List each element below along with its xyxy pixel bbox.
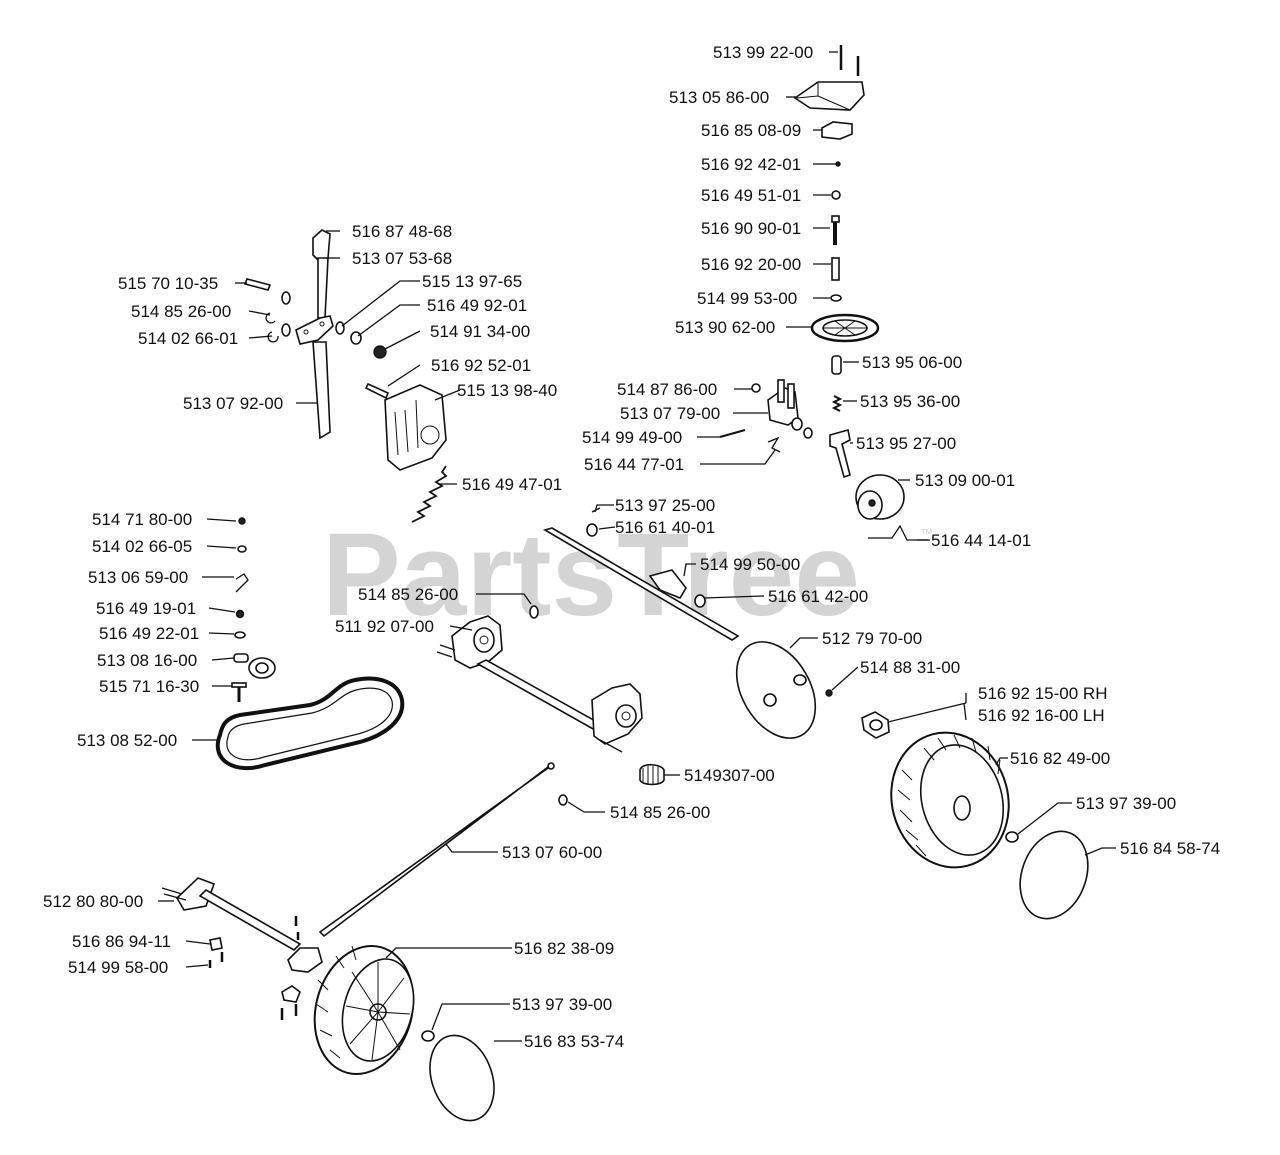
label-516874868: 516 87 48-68 <box>352 222 452 241</box>
label-512797000: 512 79 70-00 <box>822 629 922 648</box>
label-513090001: 513 09 00-01 <box>915 471 1015 490</box>
label-516495101: 516 49 51-01 <box>701 186 801 205</box>
label-513075368: 513 07 53-68 <box>352 249 452 268</box>
label-516909001: 516 90 90-01 <box>701 219 801 238</box>
label-513953600: 513 95 36-00 <box>860 392 960 411</box>
label-516925201: 516 92 52-01 <box>431 356 531 375</box>
label-516850809: 516 85 08-09 <box>701 121 801 140</box>
label-514878600: 514 87 86-00 <box>617 380 717 399</box>
right-wheel-assembly <box>735 641 1089 920</box>
label-516924201: 516 92 42-01 <box>701 155 801 174</box>
label-512808000: 512 80 80-00 <box>43 892 143 911</box>
label-514852600c: 514 85 26-00 <box>610 803 710 822</box>
label-513973900a: 513 97 39-00 <box>1076 794 1176 813</box>
label-516922000: 516 92 20-00 <box>701 255 801 274</box>
label-514995800: 514 99 58-00 <box>68 958 168 977</box>
label-514883100: 514 88 31-00 <box>860 658 960 677</box>
label-514995000: 514 99 50-00 <box>700 555 800 574</box>
label-513079200: 513 07 92-00 <box>183 394 283 413</box>
label-516447701: 516 44 77-01 <box>584 455 684 474</box>
leader-lines <box>158 51 1116 1042</box>
label-516823809: 516 82 38-09 <box>514 939 614 958</box>
label-516835374: 516 83 53-74 <box>524 1032 624 1051</box>
label-513950600: 513 95 06-00 <box>862 353 962 372</box>
label-513058600: 513 05 86-00 <box>669 88 769 107</box>
label-515139840: 515 13 98-40 <box>457 381 557 400</box>
label-514995300: 514 99 53-00 <box>697 289 797 308</box>
label-516614200: 516 61 42-00 <box>768 587 868 606</box>
label-514718000: 514 71 80-00 <box>92 510 192 529</box>
label-516921500: 516 92 15-00 RH <box>978 684 1107 703</box>
label-514913400: 514 91 34-00 <box>430 322 530 341</box>
label-516845874: 516 84 58-74 <box>1120 839 1220 858</box>
height-adjuster-stack <box>719 45 930 541</box>
label-513085200: 513 08 52-00 <box>77 731 177 750</box>
label-516441401: 516 44 14-01 <box>931 531 1031 550</box>
label-515711630: 515 71 16-30 <box>99 677 199 696</box>
lever-assembly <box>243 229 448 523</box>
label-513973900b: 513 97 39-00 <box>512 995 612 1014</box>
drive-axle-assembly <box>436 507 740 786</box>
label-513077900: 513 07 79-00 <box>620 404 720 423</box>
label-516494701: 516 49 47-01 <box>462 475 562 494</box>
label-516492201: 516 49 22-01 <box>99 624 199 643</box>
label-516614001: 516 61 40-01 <box>615 518 715 537</box>
label-514994900: 514 99 49-00 <box>582 428 682 447</box>
watermark-trademark: ™ <box>920 526 933 541</box>
label-513972500: 513 97 25-00 <box>615 496 715 515</box>
label-515139765: 515 13 97-65 <box>422 272 522 291</box>
label-511920700: 511 92 07-00 <box>335 617 434 636</box>
drive-belt <box>215 676 405 771</box>
label-514026605: 514 02 66-05 <box>92 537 192 556</box>
label-513906200: 513 90 62-00 <box>675 318 775 337</box>
label-513081600: 513 08 16-00 <box>97 651 197 670</box>
label-516491901: 516 49 19-01 <box>96 599 196 618</box>
label-513952700: 513 95 27-00 <box>856 434 956 453</box>
rear-linkage-assembly <box>161 762 568 1122</box>
label-516499201: 516 49 92-01 <box>427 296 527 315</box>
label-514852600b: 514 85 26-00 <box>358 585 458 604</box>
small-parts-column <box>231 517 276 702</box>
label-516921600: 516 92 16-00 LH <box>978 706 1105 725</box>
part-labels: 513 99 22-00 513 05 86-00 516 85 08-09 5… <box>43 43 1220 1051</box>
label-513065900: 513 06 59-00 <box>88 568 188 587</box>
label-515701035: 515 70 10-35 <box>118 274 218 293</box>
label-514852600a: 514 85 26-00 <box>131 302 231 321</box>
label-513076000: 513 07 60-00 <box>502 843 602 862</box>
label-516869411: 516 86 94-11 <box>72 932 171 951</box>
label-514026601: 514 02 66-01 <box>138 329 238 348</box>
label-513992200: 513 99 22-00 <box>713 43 813 62</box>
label-5149307: 5149307-00 <box>684 766 775 785</box>
label-516824900: 516 82 49-00 <box>1010 749 1110 768</box>
